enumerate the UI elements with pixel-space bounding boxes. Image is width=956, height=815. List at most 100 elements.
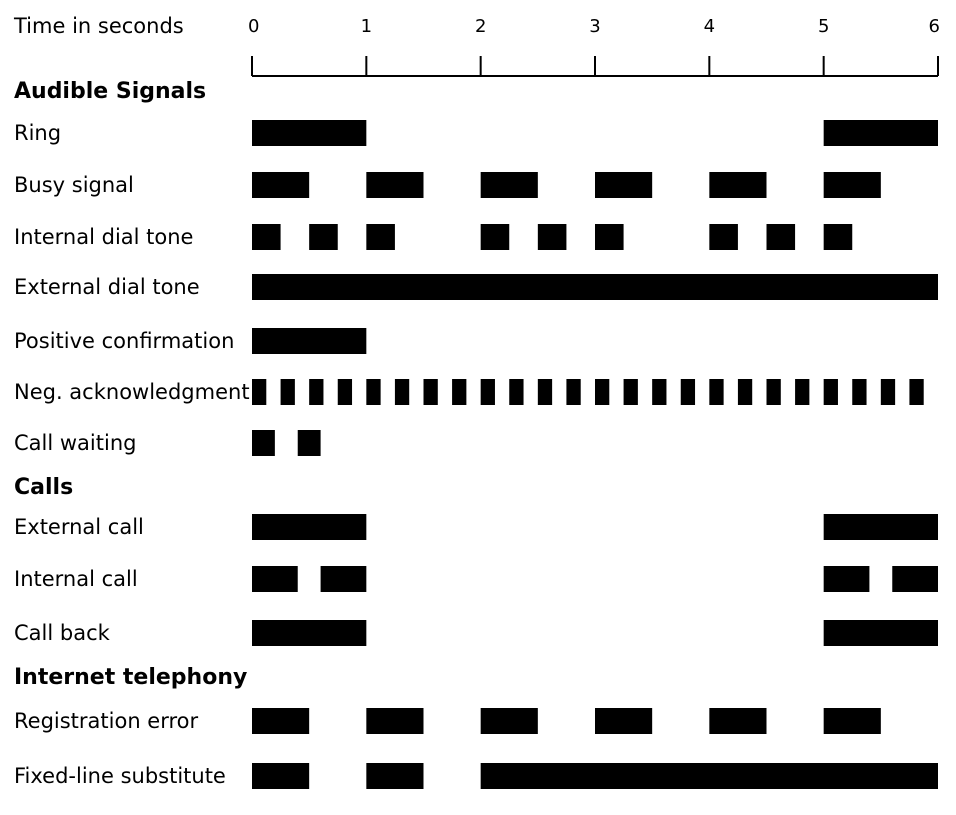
signal-pulse xyxy=(252,120,367,146)
signal-label: External call xyxy=(14,515,144,539)
signal-pulse xyxy=(480,379,495,405)
section-title: Internet telephony xyxy=(14,665,247,690)
signal-pulse xyxy=(709,224,738,250)
signal-pulse xyxy=(623,379,638,405)
signal-pulse xyxy=(252,224,281,250)
signal-pulse xyxy=(537,379,553,405)
signal-pulse xyxy=(595,172,653,198)
signal-pulse xyxy=(480,708,538,734)
section-title: Audible Signals xyxy=(14,79,206,104)
signal-row: Busy signal xyxy=(14,172,881,198)
signal-pulse xyxy=(766,379,781,405)
signal-pulse xyxy=(337,379,353,405)
signal-row: External call xyxy=(14,514,938,540)
signal-row: Ring xyxy=(14,120,938,146)
axis-title: Time in seconds xyxy=(13,14,184,38)
signal-pulse xyxy=(366,763,424,789)
signal-row: Positive confirmation xyxy=(14,328,367,354)
signal-pulse xyxy=(252,430,275,456)
tick-label: 1 xyxy=(361,16,372,37)
signal-row: Internal dial tone xyxy=(14,224,853,250)
signal-label: Neg. acknowledgment xyxy=(14,380,250,404)
signal-row: Call back xyxy=(14,620,938,646)
signal-pulse xyxy=(823,120,938,146)
signal-pulse xyxy=(795,379,810,405)
signal-label: Ring xyxy=(14,121,61,145)
tick-label: 4 xyxy=(704,16,715,37)
signal-pulse xyxy=(566,379,581,405)
signal-pulse xyxy=(452,379,467,405)
signal-pulse xyxy=(480,763,938,789)
signal-pulse xyxy=(309,224,338,250)
signal-row: Call waiting xyxy=(14,430,321,456)
signal-pulse xyxy=(823,514,938,540)
signal-label: Internal call xyxy=(14,567,138,591)
signal-pulse xyxy=(309,379,324,405)
signal-pulse xyxy=(252,763,310,789)
signal-pulse xyxy=(480,172,538,198)
signal-pulse xyxy=(280,379,295,405)
signal-pulse xyxy=(252,172,310,198)
signal-pulse xyxy=(252,274,938,300)
signal-pulse xyxy=(320,566,367,592)
signal-pulse xyxy=(823,620,938,646)
signal-pulse xyxy=(366,224,395,250)
signal-pulse xyxy=(909,379,924,405)
signal-pulse xyxy=(423,379,438,405)
signal-pulse xyxy=(297,430,321,456)
signal-row: Registration error xyxy=(14,708,881,734)
signal-label: External dial tone xyxy=(14,275,200,299)
signal-pulse xyxy=(709,172,767,198)
signal-pulse xyxy=(480,224,510,250)
signal-row: External dial tone xyxy=(14,274,938,300)
signal-pulse xyxy=(823,379,838,405)
signal-row: Internal call xyxy=(14,566,938,592)
signal-pulse xyxy=(652,379,667,405)
signal-label: Busy signal xyxy=(14,173,134,197)
signal-pulse xyxy=(509,379,524,405)
signal-label: Call waiting xyxy=(14,431,136,455)
tick-label: 6 xyxy=(929,16,940,37)
tick-label: 2 xyxy=(475,16,486,37)
signal-pulse xyxy=(595,224,624,250)
signal-pulse xyxy=(595,379,610,405)
signal-label: Positive confirmation xyxy=(14,329,234,353)
signal-pulse xyxy=(252,379,267,405)
signal-pulse xyxy=(252,566,298,592)
signal-pulse xyxy=(252,708,310,734)
signal-label: Call back xyxy=(14,621,111,645)
tick-label: 0 xyxy=(248,16,259,37)
signal-pulse xyxy=(537,224,567,250)
time-axis: 0 1 2 3 4 5 6 xyxy=(248,16,940,77)
signal-pulse xyxy=(737,379,753,405)
signal-pulse xyxy=(595,708,653,734)
tick-label: 5 xyxy=(818,16,829,37)
signal-label: Internal dial tone xyxy=(14,225,193,249)
signal-pulse xyxy=(680,379,696,405)
section-title: Calls xyxy=(14,475,73,500)
signal-pulse xyxy=(709,379,724,405)
signal-pulse xyxy=(823,224,853,250)
signal-pulse xyxy=(394,379,410,405)
signal-pulse xyxy=(880,379,896,405)
signal-pulse xyxy=(823,708,881,734)
tick-label: 3 xyxy=(589,16,600,37)
signal-pulse xyxy=(852,379,867,405)
signal-label: Registration error xyxy=(14,709,199,733)
signal-pulse xyxy=(252,328,367,354)
signal-pulse xyxy=(366,708,424,734)
signal-pulse xyxy=(366,172,424,198)
signal-pulse xyxy=(766,224,796,250)
signal-pulse xyxy=(366,379,381,405)
signal-pulse xyxy=(709,708,767,734)
signal-row: Fixed-line substitute xyxy=(14,763,938,789)
signal-pulse xyxy=(823,566,870,592)
signal-row: Neg. acknowledgment xyxy=(14,379,924,405)
signal-pulse xyxy=(823,172,881,198)
signal-label: Fixed-line substitute xyxy=(14,764,226,788)
signal-pulse xyxy=(252,514,367,540)
signal-pulse xyxy=(252,620,367,646)
signal-pulse xyxy=(892,566,938,592)
